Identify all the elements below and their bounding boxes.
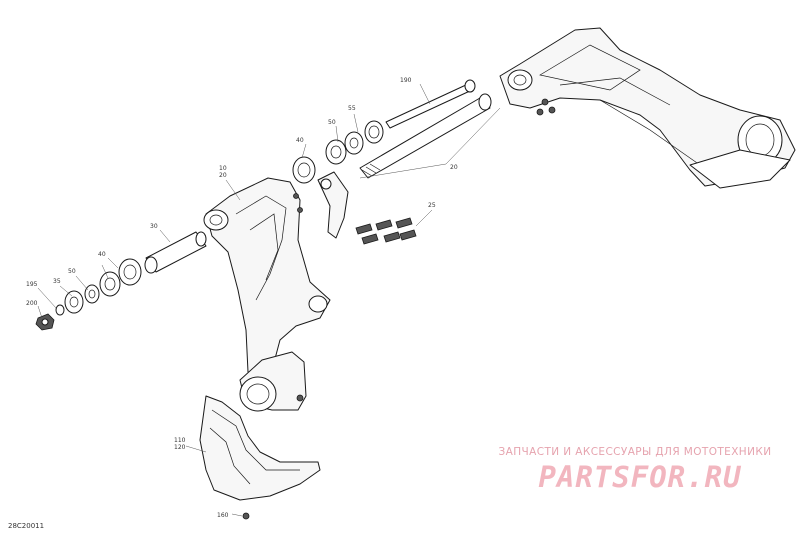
- callout-25: 25: [428, 202, 436, 209]
- callout-120: 120: [174, 444, 186, 451]
- watermark-tagline: ЗАПЧАСТИ И АКСЕССУАРЫ ДЛЯ МОТОТЕХНИКИ: [498, 446, 772, 458]
- callout-110: 110: [174, 437, 186, 444]
- watermark-logo: PARTSFOR.RU: [538, 460, 742, 494]
- upper-swing-arm: [499, 27, 796, 189]
- callout-160: 160: [217, 512, 229, 519]
- callout-20-axle: 20: [450, 164, 458, 171]
- skid-plate-110-120: [199, 395, 321, 520]
- leader-lines: [37, 107, 501, 517]
- pivot-bushing-30: [144, 231, 207, 274]
- callout-50-upper: 50: [328, 119, 336, 126]
- callout-50-left: 50: [68, 268, 76, 275]
- callout-195: 195: [26, 281, 38, 288]
- main-swing-arm: [203, 177, 331, 412]
- long-bolt-190: [385, 79, 476, 129]
- callout-55: 55: [348, 105, 356, 112]
- callout-20: 20: [219, 172, 227, 179]
- diagram-reference-code: 28C20011: [8, 522, 45, 530]
- callout-40-left: 40: [98, 251, 106, 258]
- callout-35: 35: [53, 278, 61, 285]
- callout-10: 10: [219, 165, 227, 172]
- callout-190: 190: [400, 77, 412, 84]
- upper-bearing-stack: [292, 120, 384, 184]
- callout-labels: 10 20 20 25 30 35 40 40 50 50 55 110 120…: [26, 77, 458, 519]
- callout-40-upper: 40: [296, 137, 304, 144]
- left-bearing-stack: [35, 258, 142, 331]
- axle-shaft-20: [359, 93, 492, 179]
- callout-30: 30: [150, 223, 158, 230]
- link-plate-25: [317, 171, 417, 245]
- callout-200: 200: [26, 300, 38, 307]
- bolt-set-25: [355, 217, 417, 245]
